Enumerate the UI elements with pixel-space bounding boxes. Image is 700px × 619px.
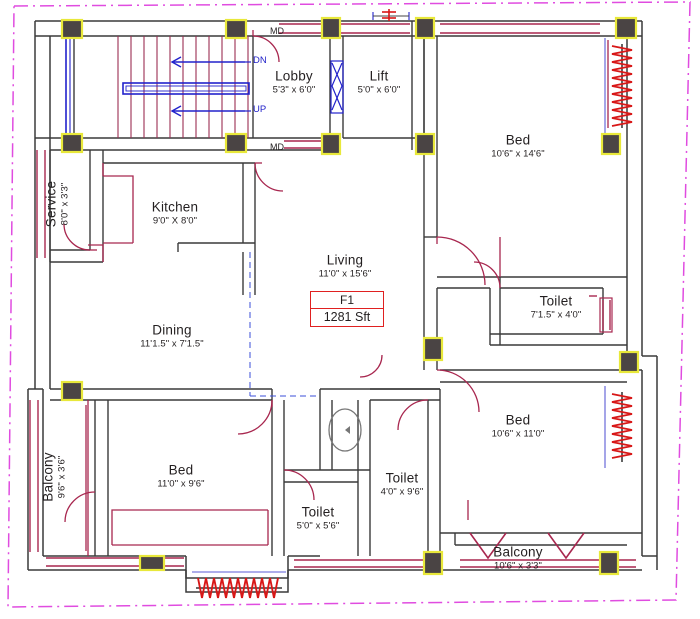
room-dims: 11'1.5" x 7'1.5" [140, 338, 204, 350]
room-name: Toilet [539, 293, 573, 309]
room-dims: 5'3" x 6'0" [272, 84, 316, 96]
room-label-toilet-master: Toilet 7'1.5" x 4'0" [531, 293, 582, 320]
door-mark-md-top: MD [270, 26, 284, 36]
room-label-balcony-right: Balcony 10'6" x 3'3" [493, 544, 542, 571]
room-name: Balcony [40, 452, 56, 502]
room-label-bed-master: Bed 10'6" x 14'6" [491, 132, 544, 159]
room-label-toilet-small: Toilet 5'0" x 5'6" [297, 504, 340, 531]
room-label-bed-third: Bed 11'0" x 9'6" [157, 462, 204, 489]
unit-area-box: F1 1281 Sft [310, 291, 384, 327]
room-dims: 4'0" x 9'6" [380, 486, 424, 498]
room-dims: 10'6" x 11'0" [491, 428, 545, 440]
room-name: Dining [152, 322, 192, 338]
door-mark-md-lower: MD [270, 142, 284, 152]
unit-area-value: 1281 Sft [323, 310, 371, 324]
site-boundary [7, 1, 691, 608]
room-label-living: Living 11'0" x 15'6" [319, 252, 372, 279]
room-dims: 5'0" x 5'6" [296, 520, 340, 532]
room-label-lobby: Lobby 5'3" x 6'0" [273, 68, 316, 95]
room-name: Lift [369, 68, 389, 84]
room-label-bed-second: Bed 10'6" x 11'0" [492, 412, 545, 439]
room-name: Living [326, 252, 364, 268]
room-label-service: Service 8'0" x 3'3" [43, 181, 70, 227]
stair-down-label: DN [253, 55, 267, 66]
staircase [65, 36, 251, 138]
room-dims: 5'0" x 6'0" [357, 84, 401, 96]
room-dims: 10'6" x 14'6" [491, 148, 545, 160]
room-name: Lobby [275, 68, 313, 84]
columns [60, 16, 640, 576]
room-dims: 9'0" X 8'0" [152, 215, 198, 227]
room-name: Kitchen [151, 199, 199, 215]
room-dims: 7'1.5" x 4'0" [530, 309, 582, 321]
window-grille-right-upper [604, 38, 633, 134]
room-name: Balcony [493, 544, 543, 560]
room-dims: 8'0" x 3'3" [59, 182, 71, 226]
room-name: Toilet [385, 470, 419, 486]
room-label-balcony-left: Balcony 9'6" x 3'6" [40, 452, 67, 501]
doors [63, 30, 501, 523]
room-name: Service [43, 180, 59, 228]
room-dims: 9'6" x 3'6" [56, 455, 68, 499]
room-label-dining: Dining 11'1.5" x 7'1.5" [140, 322, 204, 349]
room-name: Toilet [301, 504, 335, 520]
stair-up-label: UP [253, 104, 267, 115]
unit-code: F1 [311, 292, 383, 309]
room-name: Bed [505, 412, 531, 428]
room-name: Bed [505, 132, 531, 148]
window-grille-bottom [192, 571, 286, 599]
fixtures [85, 40, 609, 560]
stair-up-arrow [170, 105, 245, 117]
room-dims: 10'6" x 3'3" [493, 560, 543, 572]
room-label-lift: Lift 5'0" x 6'0" [358, 68, 401, 95]
room-dims: 11'0" x 9'6" [157, 478, 205, 490]
room-label-kitchen: Kitchen 9'0" X 8'0" [152, 199, 198, 226]
room-name: Bed [168, 462, 194, 478]
lift-door-symbol [330, 60, 344, 114]
window-grille-right-lower [604, 386, 633, 468]
dimension-symbol [382, 9, 396, 21]
room-dims: 11'0" x 15'6" [318, 268, 372, 280]
dimension-ticks [372, 12, 410, 20]
reference-lines [249, 252, 320, 397]
room-label-toilet-common: Toilet 4'0" x 9'6" [381, 470, 424, 497]
stair-down-arrow [170, 56, 245, 68]
